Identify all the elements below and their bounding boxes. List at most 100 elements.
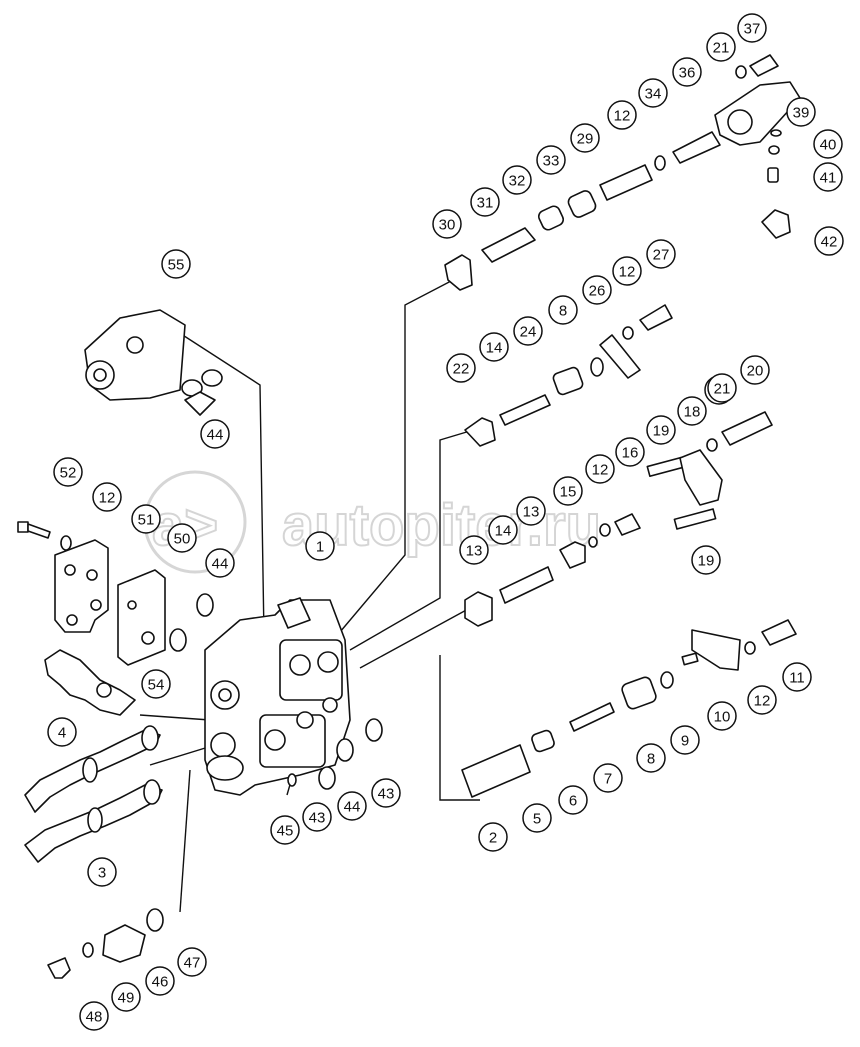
callout-18: 18 <box>677 396 707 426</box>
bolt-11 <box>761 619 797 646</box>
plate-10 <box>691 629 741 671</box>
callout-circle <box>478 822 508 852</box>
spring-31 <box>481 227 536 263</box>
collar-32 <box>537 205 565 231</box>
oring-47 <box>146 908 164 932</box>
washer-15 <box>588 536 598 548</box>
callout-circle <box>737 13 767 43</box>
callout-circle <box>707 701 737 731</box>
valve-body <box>204 597 351 796</box>
callout-number: 24 <box>520 324 537 341</box>
callout-number: 9 <box>681 733 689 750</box>
callout-number: 5 <box>533 811 541 828</box>
callout-5: 5 <box>522 803 552 833</box>
sleeve-2 <box>461 744 531 798</box>
cap-13b <box>559 541 586 569</box>
callout-7: 7 <box>593 763 623 793</box>
callout-number: 19 <box>653 423 670 440</box>
callout-number: 2 <box>489 830 497 847</box>
washer-12e <box>744 641 756 655</box>
callout-circle <box>305 531 335 561</box>
callout-number: 19 <box>698 553 715 570</box>
sleeve-24 <box>552 366 584 396</box>
callout-54: 54 <box>141 669 171 699</box>
callout-circle <box>670 725 700 755</box>
callout-number: 43 <box>309 810 326 827</box>
oring-43b <box>318 766 336 790</box>
callout-number: 43 <box>378 786 395 803</box>
callout-number: 3 <box>98 865 106 882</box>
callout-number: 32 <box>509 173 526 190</box>
pin-19b <box>673 508 717 530</box>
spool-4 <box>24 725 161 813</box>
bolt-52 <box>17 521 51 539</box>
pin-9 <box>681 652 699 666</box>
flange-46 <box>102 924 146 963</box>
callout-21: 21 <box>707 373 737 403</box>
callout-circle <box>131 504 161 534</box>
piston-29 <box>599 164 653 201</box>
callout-circle <box>536 145 566 175</box>
oring-8a <box>590 357 604 377</box>
callout-44: 44 <box>200 419 230 449</box>
callout-34: 34 <box>638 78 668 108</box>
callout-36: 36 <box>672 57 702 87</box>
callout-number: 36 <box>679 65 696 82</box>
gasket-50 <box>117 569 166 666</box>
callout-number: 27 <box>653 247 670 264</box>
callout-46: 46 <box>145 966 175 996</box>
spring-14a <box>499 394 551 426</box>
callout-10: 10 <box>707 701 737 731</box>
callout-number: 44 <box>212 556 229 573</box>
callout-number: 34 <box>645 86 662 103</box>
callout-circle <box>615 437 645 467</box>
callout-number: 54 <box>148 677 165 694</box>
callout-number: 51 <box>138 512 155 529</box>
callout-number: 48 <box>86 1009 103 1026</box>
callout-8: 8 <box>548 295 578 325</box>
spool-3 <box>24 779 163 863</box>
callout-12: 12 <box>747 685 777 715</box>
callout-circle <box>548 295 578 325</box>
callout-number: 46 <box>152 974 169 991</box>
callout-circle <box>446 353 476 383</box>
poppet-7 <box>621 676 657 710</box>
callout-1: 1 <box>305 531 335 561</box>
callout-number: 1 <box>316 539 324 556</box>
callout-circle <box>200 419 230 449</box>
seat-30 <box>444 254 473 291</box>
callout-number: 4 <box>58 725 66 742</box>
callout-circle <box>582 275 612 305</box>
oring-39 <box>770 129 782 137</box>
callout-4: 4 <box>47 717 77 747</box>
callout-15: 15 <box>553 476 583 506</box>
seat-22 <box>464 417 496 447</box>
leader-lines <box>139 279 481 913</box>
seat-13a <box>464 591 493 627</box>
callout-39: 39 <box>786 97 816 127</box>
callout-number: 39 <box>793 105 810 122</box>
spring-14b <box>499 566 554 604</box>
callout-11: 11 <box>782 662 812 692</box>
callout-48: 48 <box>79 1001 109 1031</box>
callout-26: 26 <box>582 275 612 305</box>
cover-36-port <box>727 109 753 135</box>
flange-18 <box>679 449 723 506</box>
callout-circle <box>706 32 736 62</box>
callout-circle <box>337 791 367 821</box>
oring-44b <box>169 628 187 652</box>
callout-circle <box>813 129 843 159</box>
callout-circle <box>646 239 676 269</box>
callout-number: 14 <box>495 523 512 540</box>
callout-29: 29 <box>570 123 600 153</box>
callout-circle <box>177 947 207 977</box>
washer-12d <box>599 523 611 537</box>
callout-32: 32 <box>502 165 532 195</box>
callout-49: 49 <box>111 982 141 1012</box>
callout-number: 7 <box>604 771 612 788</box>
callout-number: 55 <box>168 257 185 274</box>
nut-40 <box>768 145 780 155</box>
callout-16: 16 <box>615 437 645 467</box>
lever-26 <box>599 334 641 379</box>
